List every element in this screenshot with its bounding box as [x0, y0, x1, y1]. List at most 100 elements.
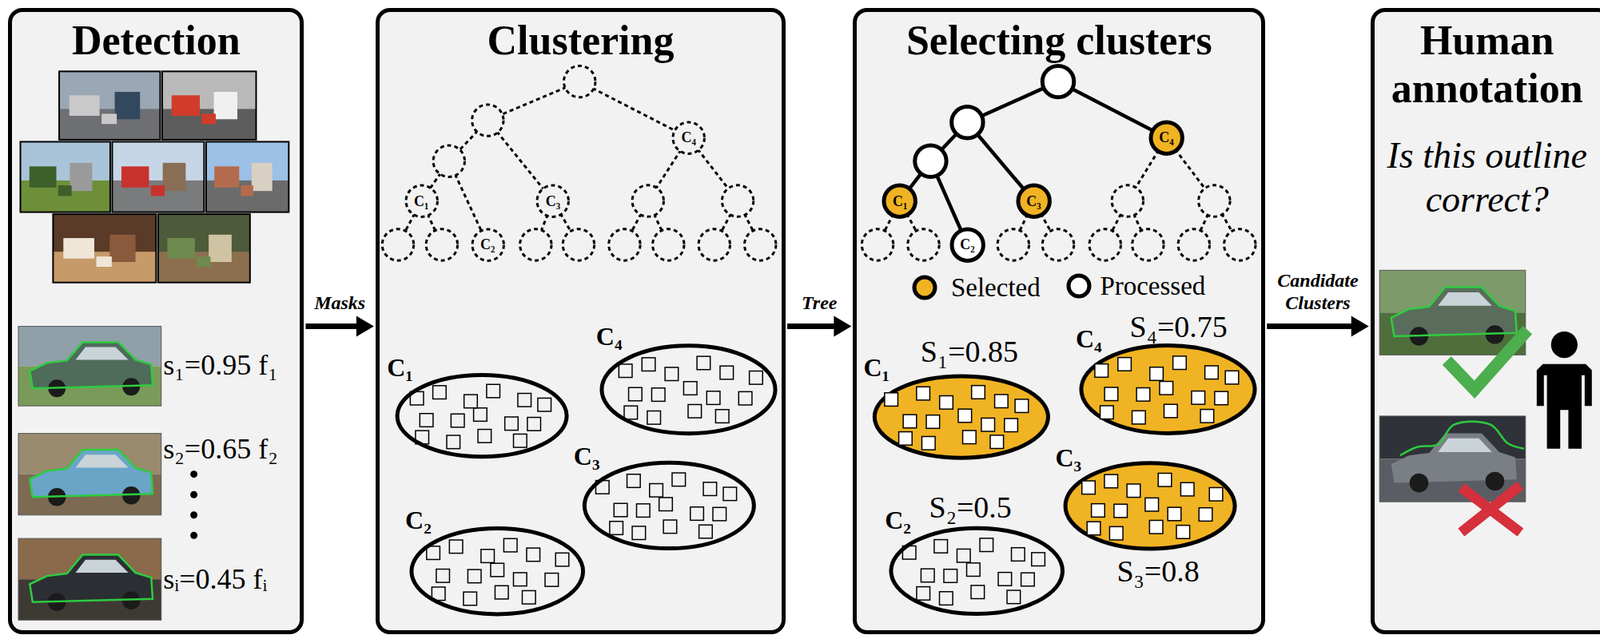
- car-window: [1437, 292, 1493, 307]
- mask-square: [939, 592, 953, 606]
- photo: [52, 214, 156, 283]
- score-label: s₂=0.65 f₂: [163, 434, 278, 464]
- legend-swatch-shape: [1068, 275, 1090, 297]
- tree-vertex: [915, 145, 947, 177]
- tree-vertex: [652, 229, 685, 261]
- tree-node: C₂: [470, 227, 506, 263]
- mask-square: [619, 364, 633, 379]
- node-label: C₂: [950, 227, 985, 263]
- mask-square: [720, 366, 734, 380]
- mask-square: [1191, 391, 1206, 406]
- mask-square: [971, 585, 985, 600]
- panel-title: Clustering: [379, 16, 782, 65]
- mask-square: [920, 569, 935, 583]
- mask-square: [943, 569, 958, 584]
- tree-node: C₃: [535, 183, 570, 219]
- mask-square: [477, 429, 492, 444]
- mask-square: [1137, 388, 1151, 402]
- stage-panel: Human annotationIs this outline correct?: [1370, 7, 1600, 635]
- mask-square: [467, 569, 482, 584]
- mask-square: [921, 437, 936, 451]
- photo-object: [96, 256, 112, 267]
- node-label: C₂: [470, 227, 506, 263]
- mask-square: [489, 563, 504, 578]
- node-label: C₄: [671, 120, 706, 156]
- tree-node: C₁: [404, 183, 439, 219]
- mask-square: [1105, 387, 1119, 402]
- mask-square: [1109, 526, 1123, 541]
- mask-square: [435, 569, 450, 583]
- check-mark: [1451, 334, 1525, 391]
- mask-square: [463, 394, 478, 409]
- mask-square: [1200, 409, 1214, 424]
- cluster-tree: [382, 65, 777, 261]
- mask-square: [627, 474, 641, 489]
- mask-outline: [29, 342, 153, 389]
- photo-object: [214, 91, 238, 120]
- ellipse-shape: [1081, 346, 1255, 434]
- mask-square: [517, 394, 532, 408]
- photo-sky: [52, 214, 156, 283]
- tree-vertex: [721, 185, 753, 217]
- mask-square: [449, 540, 463, 554]
- mask-square: [990, 435, 1004, 450]
- tree-vertex: [1042, 65, 1074, 97]
- mask-square: [526, 417, 541, 432]
- photo-frame: [52, 214, 156, 283]
- legend-swatch-shape: [914, 277, 936, 299]
- mask-square: [1104, 474, 1119, 489]
- arrow-head: [1351, 316, 1370, 338]
- person-head: [1551, 331, 1578, 359]
- mask-square: [712, 508, 727, 522]
- cluster-ellipse: C₃: [561, 432, 760, 554]
- photo-frame: [1379, 270, 1526, 355]
- tree-vertex: [997, 229, 1029, 261]
- tree-vertex: [1111, 185, 1143, 217]
- photo-sky: [206, 141, 289, 212]
- mask-square: [1209, 487, 1223, 502]
- stage-panel: Detection: [7, 7, 304, 635]
- photo-object: [167, 238, 195, 259]
- mask-square: [1225, 370, 1240, 385]
- photo-frame: [20, 141, 111, 212]
- stage-arrow: [1266, 316, 1370, 338]
- mask-square: [1114, 504, 1128, 518]
- mask-square: [934, 540, 948, 554]
- photo-object: [69, 163, 92, 192]
- cluster-ellipse: C₁: [374, 343, 572, 462]
- mask-square: [642, 358, 657, 372]
- photo-sky: [20, 141, 111, 212]
- mask-square: [1004, 418, 1019, 433]
- node-label: C₃: [535, 183, 570, 219]
- tree-node: C₂: [950, 227, 985, 263]
- panel-fill: [9, 9, 303, 633]
- photo-object: [163, 163, 187, 192]
- tree-node: C₄: [671, 120, 706, 156]
- tree-node: C₃: [1016, 183, 1051, 219]
- mask-square: [898, 432, 912, 446]
- cluster-name: C₄: [596, 323, 623, 350]
- cluster-ellipse: C₄S₄=0.75: [1062, 302, 1260, 439]
- tree-branch: [1058, 81, 1167, 138]
- mask-square: [537, 398, 551, 413]
- arrow-shaft: [305, 323, 357, 330]
- tree-vertex: [1198, 185, 1230, 217]
- mask-square: [521, 590, 536, 605]
- mask-square: [663, 520, 677, 534]
- cluster-ellipse: C₄: [583, 313, 781, 439]
- mask-square: [958, 409, 972, 423]
- mask-square: [739, 391, 753, 406]
- arrow-head: [833, 316, 852, 338]
- mask-square: [664, 367, 679, 382]
- mask-square: [688, 404, 702, 418]
- mask-square: [473, 408, 487, 422]
- tree-vertex: [472, 104, 504, 136]
- mask-square: [1158, 473, 1172, 487]
- cluster-name: C₂: [884, 507, 912, 534]
- photo-sky: [162, 71, 256, 140]
- panel-fill: [1372, 9, 1600, 633]
- cluster-ellipse: C₃S₃=0.8: [1042, 434, 1240, 595]
- car-wheel: [1409, 473, 1429, 494]
- ellipse-shape: [874, 376, 1048, 458]
